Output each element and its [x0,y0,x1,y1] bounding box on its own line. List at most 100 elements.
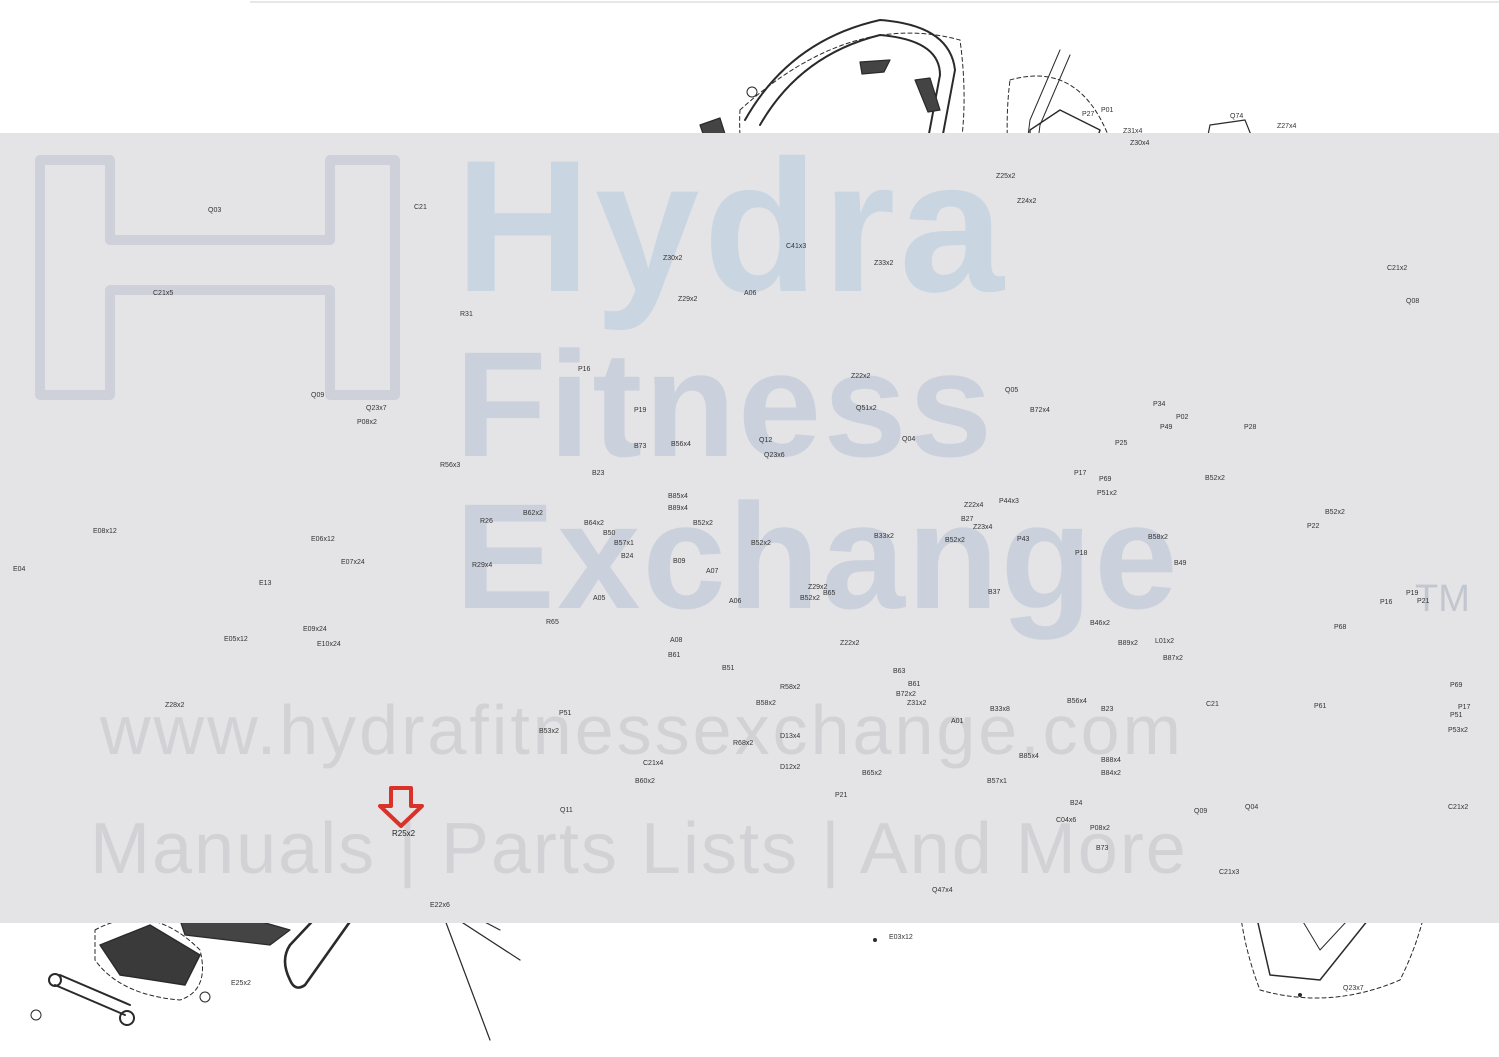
part-label: E10x24 [317,641,341,648]
part-label: B65 [823,590,836,597]
watermark-logo-h [35,155,400,400]
part-label: B23 [592,470,605,477]
part-label: P16 [578,366,591,373]
watermark-word-fitness: Fitness [455,320,995,488]
part-label: B58x2 [756,700,776,707]
part-label: C04x6 [1056,817,1077,824]
part-label: B60x2 [635,778,655,785]
part-label: L01x2 [1155,638,1175,645]
part-label: P08x2 [1090,825,1110,832]
part-label: A06 [744,290,757,297]
part-label: P49 [1160,424,1173,431]
part-label: B53x2 [539,728,559,735]
part-label: R29x4 [472,562,493,569]
part-label: E03x12 [889,934,913,941]
part-label: Q04 [1245,804,1259,811]
part-label: B87x2 [1163,655,1183,662]
part-label: P53x2 [1448,727,1468,734]
part-label: R31 [460,311,473,318]
part-label: P08x2 [357,419,377,426]
part-label: D12x2 [780,764,801,771]
part-label: P69 [1099,476,1112,483]
part-label: A01 [951,718,964,725]
part-label: Q11 [560,807,573,814]
part-label: Z31x4 [1123,128,1143,135]
part-label: Q23x6 [764,452,785,459]
roller-left [48,973,62,987]
watermark-url: www.hydrafitnessexchange.com [100,691,1184,769]
part-label: Z29x2 [808,584,828,591]
part-label: P44x3 [999,498,1019,505]
part-label: Z22x4 [964,502,984,509]
foot-pad [99,924,201,986]
part-label: B62x2 [523,510,543,517]
part-label: C21 [1206,701,1219,708]
part-label: B52x2 [751,540,771,547]
part-label: B89x2 [1118,640,1138,647]
part-label: Q03 [208,207,222,214]
callout-circle [30,1009,42,1021]
handlebar-frame [744,19,956,236]
part-label: B51 [722,665,735,672]
axle-rear [54,974,131,1016]
part-label: B52x2 [1325,509,1345,516]
part-label: R65 [546,619,559,626]
part-label: Z30x2 [663,255,683,262]
part-label: C21x2 [1448,804,1469,811]
part-label: P22 [1307,523,1320,530]
part-label: B46x2 [1090,620,1110,627]
highlighted-part-label: R25x2 [392,829,416,838]
part-label: E04 [13,566,26,573]
part-label: C21x4 [643,760,664,767]
part-label: B23 [1101,706,1114,713]
part-label: E25x2 [231,980,251,987]
part-label: P28 [1244,424,1257,431]
part-label: P51x2 [1097,490,1117,497]
part-label: B33x8 [990,706,1010,713]
part-label: B56x4 [671,441,691,448]
part-label: Q47x4 [932,887,953,894]
part-label: A05 [593,595,606,602]
part-label: P02 [1176,414,1189,421]
part-label: B57x1 [987,778,1007,785]
grip-top-right [914,77,941,113]
watermark-band [0,133,1499,923]
part-label: B63 [893,668,906,675]
highlight-arrow-icon [378,786,424,828]
part-label: P34 [1153,401,1166,408]
watermark-tm: TM [1415,578,1470,620]
part-label: P21 [1417,598,1430,605]
part-label: C21x3 [1219,869,1240,876]
part-label: E09x24 [303,626,327,633]
part-label: P68 [1334,624,1347,631]
part-label: C21x2 [1387,265,1408,272]
part-label: B61 [908,681,921,688]
part-label: Q09 [311,392,325,399]
part-label: D13x4 [780,733,801,740]
part-label: Q74 [1230,113,1244,120]
part-label: B49 [1174,560,1187,567]
part-label: B37 [988,589,1001,596]
roller-right [119,1010,135,1026]
part-label: Z25x2 [996,173,1016,180]
part-label: C21x5 [153,290,174,297]
screw-fastener [1298,993,1302,997]
part-label: B64x2 [584,520,604,527]
part-label: P69 [1450,682,1463,689]
part-label: P43 [1017,536,1030,543]
part-label: E08x12 [93,528,117,535]
part-label: P21 [835,792,848,799]
part-label: P16 [1380,599,1393,606]
part-label: B27 [961,516,974,523]
part-label: R26 [480,518,493,525]
part-label: Q12 [759,437,773,444]
part-label: B52x2 [1205,475,1225,482]
part-label: Q04 [902,436,916,443]
callout-circle [199,991,211,1003]
part-label: E05x12 [224,636,248,643]
part-label: Z29x2 [678,296,698,303]
part-label: B52x2 [693,520,713,527]
part-label: Z33x2 [874,260,894,267]
part-label: C41x3 [786,243,807,250]
